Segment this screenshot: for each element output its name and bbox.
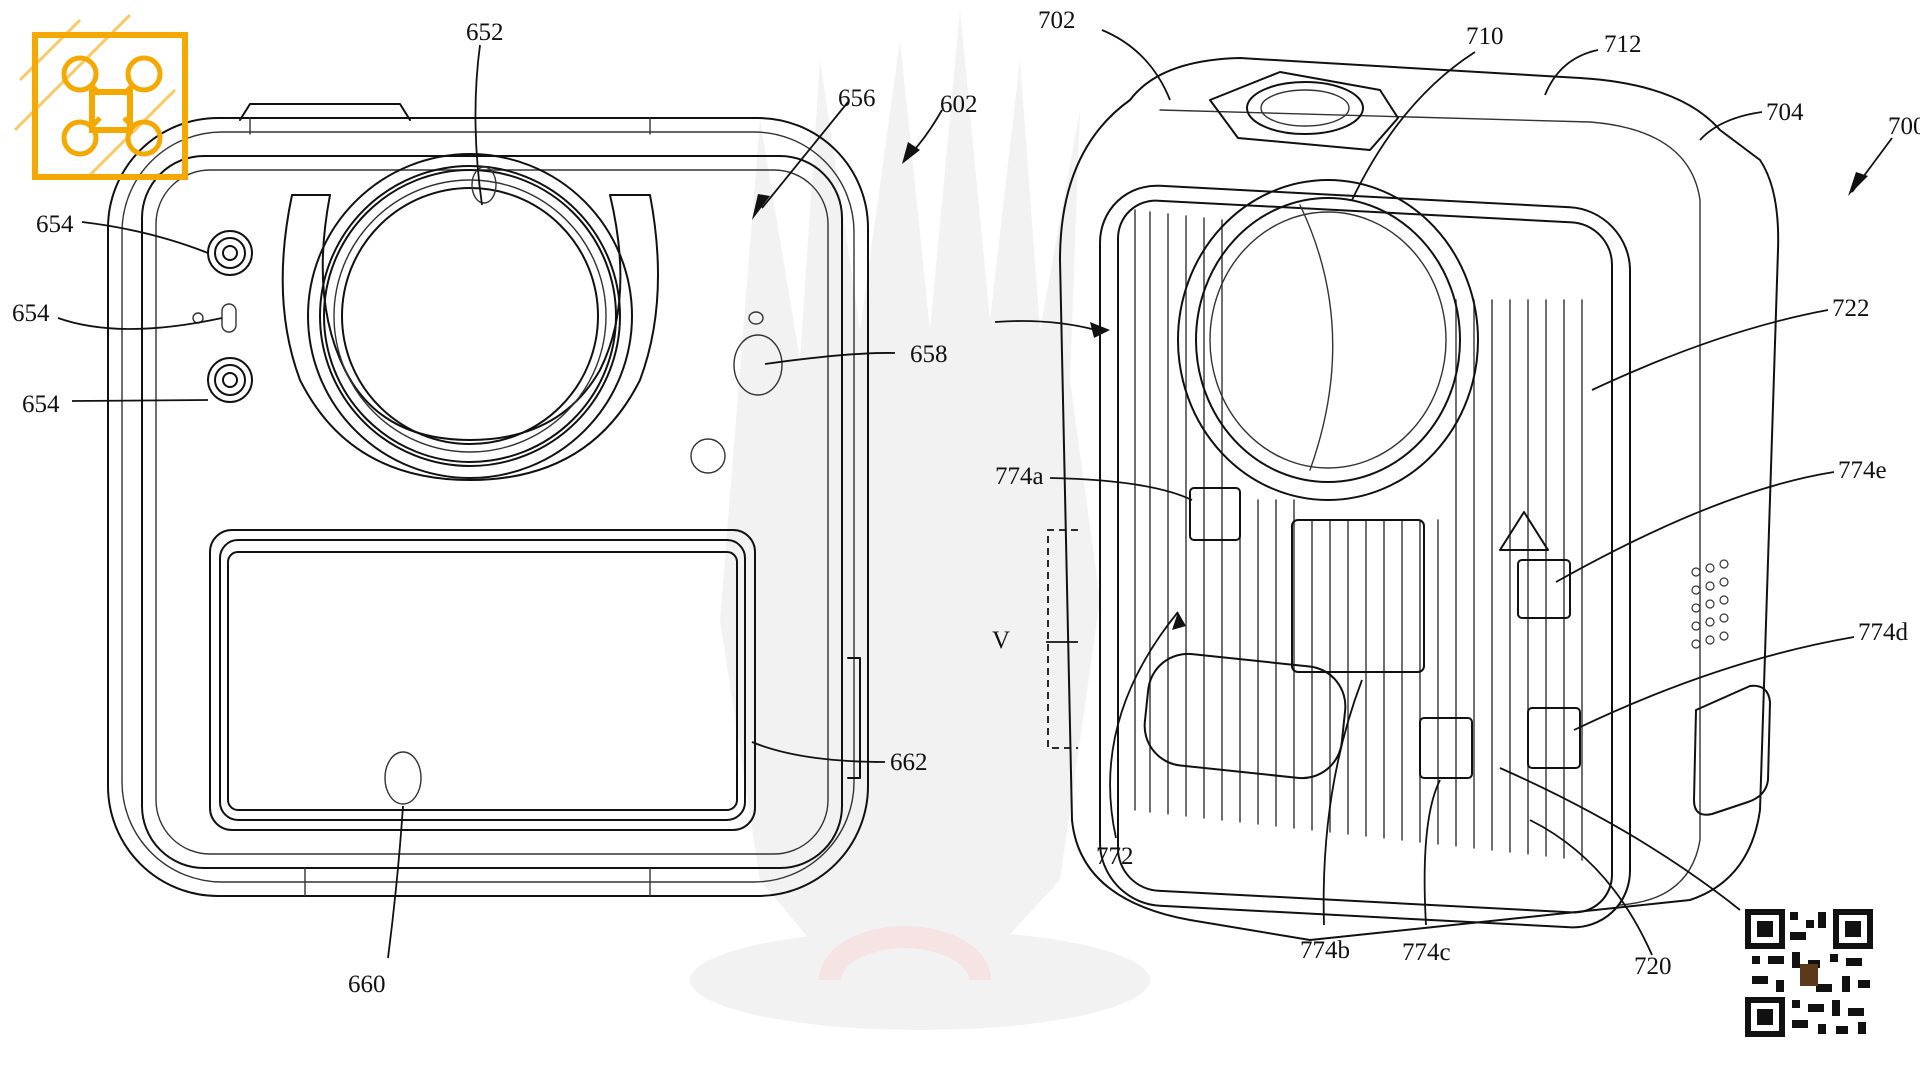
- callout-772: 772: [1096, 843, 1134, 870]
- callout-654-bottom: 654: [22, 391, 60, 418]
- callout-722: 722: [1832, 295, 1870, 322]
- callout-774e: 774e: [1838, 457, 1887, 484]
- callout-720: 720: [1634, 953, 1672, 980]
- callout-774d: 774d: [1858, 619, 1909, 646]
- right-camera-perspective-view: [1048, 58, 1778, 940]
- watermark-figure: [690, 10, 1150, 1030]
- callout-656: 656: [838, 85, 876, 112]
- drone-logo-icon: [15, 15, 185, 177]
- callout-774b: 774b: [1300, 937, 1350, 964]
- callout-654-middle: 654: [12, 300, 50, 327]
- callout-v: V: [992, 627, 1010, 654]
- callout-704: 704: [1766, 99, 1804, 126]
- callout-702: 702: [1038, 7, 1076, 34]
- right-leader-lines: [995, 30, 1892, 955]
- speaker-holes: [1692, 560, 1728, 648]
- callout-652: 652: [466, 19, 504, 46]
- callout-710: 710: [1466, 23, 1504, 50]
- callout-658: 658: [910, 341, 948, 368]
- callout-774c: 774c: [1402, 939, 1451, 966]
- callout-602: 602: [940, 91, 978, 118]
- callout-712: 712: [1604, 31, 1642, 58]
- callout-774a: 774a: [995, 463, 1044, 490]
- qr-code-icon: [1744, 908, 1874, 1038]
- callout-700: 700: [1888, 113, 1920, 140]
- callout-660: 660: [348, 971, 386, 998]
- callout-662: 662: [890, 749, 928, 776]
- callout-654-top: 654: [36, 211, 74, 238]
